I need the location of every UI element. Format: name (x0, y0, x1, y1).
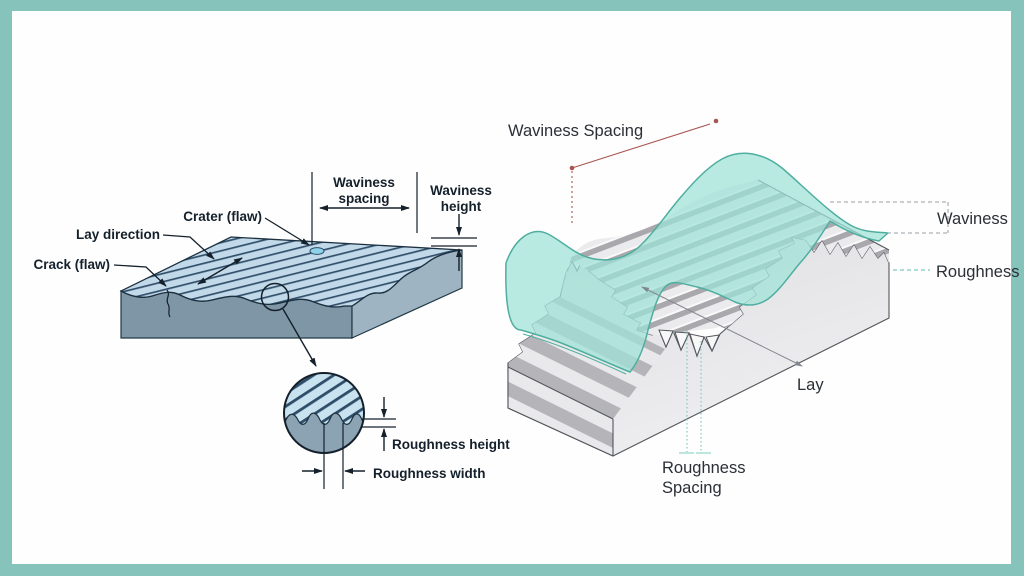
roughness-width-label: Roughness width (373, 466, 486, 481)
crater-spot (309, 247, 325, 255)
waviness-spacing-label: Waviness Spacing (508, 122, 643, 140)
left-diagram: Crater (flaw) Lay direction Crack (flaw)… (33, 172, 510, 489)
waviness-sheet (505, 152, 889, 373)
lay-direction-label: Lay direction (76, 227, 160, 242)
waviness-height-label-line1: Waviness (430, 183, 492, 198)
lay-label: Lay (797, 376, 824, 394)
waviness-bracket (830, 201, 949, 234)
crater-leader-arrow (264, 217, 310, 246)
roughness-label: Roughness (936, 263, 1019, 281)
waviness-label: Waviness (937, 210, 1008, 228)
waviness-spacing-label-line1: Waviness (333, 175, 395, 190)
waviness-spacing-label-line2: spacing (338, 191, 389, 206)
crack-squiggle (166, 289, 171, 318)
waviness-spacing-measure (311, 172, 418, 245)
lay-arrow (641, 286, 803, 367)
roughness-width-measure (302, 423, 365, 489)
magnifier-connector-arrow (282, 308, 317, 367)
waviness-sheet-front-edge (522, 333, 627, 375)
staircase-edges (507, 363, 614, 457)
roughness-spacing-measure (679, 331, 711, 454)
crack-leader-arrow (113, 264, 167, 287)
roughness-height-label: Roughness height (392, 437, 510, 452)
roughness-height-measure (362, 397, 396, 451)
magnifier-source-circle (260, 282, 290, 312)
lay-direction-leader-arrow (162, 234, 215, 260)
lay-direction-arrow (197, 257, 243, 285)
roughness-spacing-label-line1: Roughness (662, 459, 745, 477)
waviness-height-label-line2: height (441, 199, 482, 214)
waviness-spacing-callout (569, 118, 719, 226)
crack-label: Crack (flaw) (33, 257, 110, 272)
crater-label: Crater (flaw) (183, 209, 262, 224)
waviness-height-measure (431, 214, 477, 271)
right-diagram: Waviness Spacing Waviness Roughness Lay … (505, 118, 1019, 497)
roughness-spacing-label-line2: Spacing (662, 479, 722, 497)
